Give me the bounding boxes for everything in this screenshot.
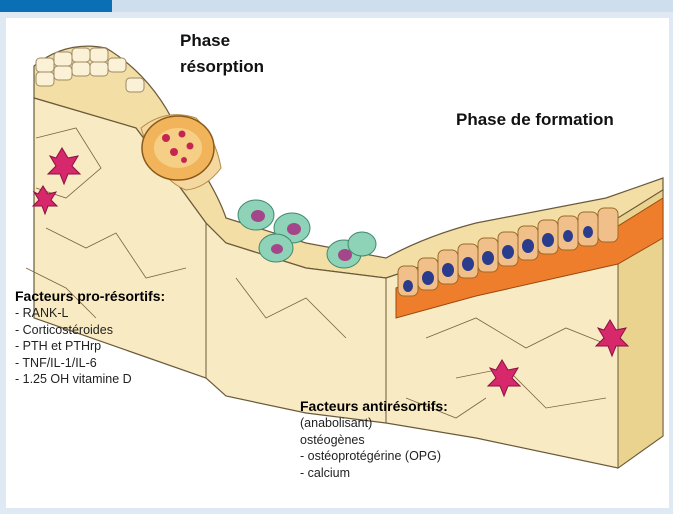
pro-resorptive-item: - RANK-L — [15, 305, 165, 322]
figure-panel: Phase résorption Phase de formation Fact… — [6, 18, 669, 508]
pro-resorptive-item: - Corticostéroides — [15, 322, 165, 339]
header-tab — [0, 0, 112, 12]
pro-resorptive-item: - PTH et PTHrp — [15, 338, 165, 355]
anti-resorptive-line: ostéogènes — [300, 432, 448, 449]
pro-resorptive-item: - TNF/IL-1/IL-6 — [15, 355, 165, 372]
phase-formation-label: Phase de formation — [456, 109, 614, 131]
anti-resorptive-line: - calcium — [300, 465, 448, 482]
phase-resorption-label-line1: Phase — [180, 30, 230, 52]
osteoclast — [142, 116, 214, 180]
pro-resorptive-title: Facteurs pro-résortifs: — [15, 287, 165, 305]
anti-resorptive-factors: Facteurs antirésortifs: (anabolisant) os… — [300, 397, 448, 481]
pro-resorptive-item: - 1.25 OH vitamine D — [15, 371, 165, 388]
pro-resorptive-factors: Facteurs pro-résortifs: - RANK-L - Corti… — [15, 287, 165, 388]
anti-resorptive-line: (anabolisant) — [300, 415, 448, 432]
phase-resorption-label-line2: résorption — [180, 56, 264, 78]
anti-resorptive-line: - ostéoprotégérine (OPG) — [300, 448, 448, 465]
anti-resorptive-title: Facteurs antirésortifs: — [300, 397, 448, 415]
